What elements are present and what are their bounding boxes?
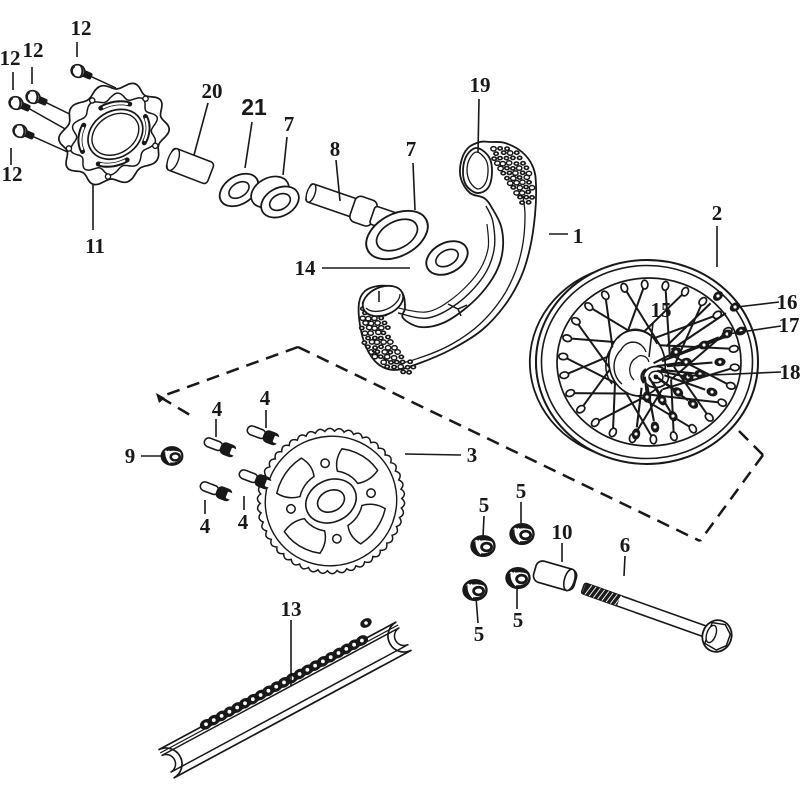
svg-text:11: 11 (85, 234, 105, 258)
svg-text:5: 5 (516, 479, 527, 503)
svg-text:5: 5 (479, 493, 490, 517)
svg-text:14: 14 (295, 256, 317, 280)
svg-text:9: 9 (125, 444, 136, 468)
svg-text:16: 16 (777, 290, 798, 314)
svg-text:7: 7 (284, 112, 295, 136)
svg-text:5: 5 (474, 622, 485, 646)
svg-text:4: 4 (260, 386, 271, 410)
svg-text:4: 4 (238, 510, 249, 534)
svg-text:12: 12 (2, 162, 23, 186)
svg-text:1: 1 (573, 224, 584, 248)
svg-text:19: 19 (470, 73, 491, 97)
svg-text:13: 13 (281, 597, 302, 621)
svg-text:20: 20 (202, 79, 223, 103)
svg-text:7: 7 (406, 137, 417, 161)
svg-text:3: 3 (467, 443, 478, 467)
svg-text:6: 6 (620, 533, 631, 557)
svg-text:18: 18 (780, 360, 800, 384)
svg-text:4: 4 (212, 397, 223, 421)
svg-text:17: 17 (779, 313, 800, 337)
svg-text:12: 12 (71, 16, 92, 40)
svg-text:21: 21 (241, 94, 267, 120)
svg-text:12: 12 (0, 46, 21, 70)
svg-text:8: 8 (330, 137, 341, 161)
svg-text:2: 2 (712, 201, 723, 225)
svg-text:12: 12 (23, 38, 44, 62)
svg-text:4: 4 (200, 514, 211, 538)
svg-text:10: 10 (552, 520, 573, 544)
svg-text:15: 15 (651, 298, 672, 322)
svg-text:5: 5 (513, 608, 524, 632)
